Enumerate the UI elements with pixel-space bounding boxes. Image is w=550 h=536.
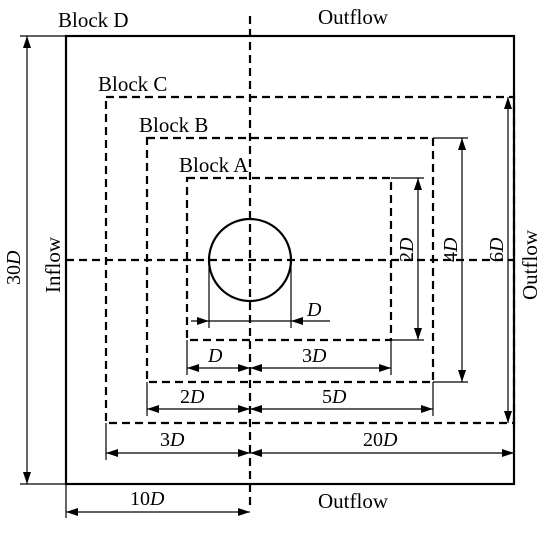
a-right-label: 3D bbox=[302, 345, 327, 367]
a-arrow-4 bbox=[379, 364, 391, 372]
block-d-label: Block D bbox=[58, 8, 129, 32]
outflow-right-label: Outflow bbox=[518, 229, 542, 300]
block-a-label: Block A bbox=[179, 153, 249, 177]
b-arrow-2 bbox=[238, 405, 250, 413]
a-left-label: D bbox=[207, 345, 223, 367]
b-arrow-3 bbox=[250, 405, 262, 413]
a-height-label: 2D bbox=[396, 237, 418, 262]
va-arrow-bottom bbox=[414, 328, 422, 340]
cyl-diameter-label: D bbox=[306, 299, 322, 321]
c-arrow-1 bbox=[106, 449, 118, 457]
cyl-arrow-left bbox=[197, 317, 209, 325]
vb-arrow-top bbox=[458, 138, 466, 150]
d-left-label: 10D bbox=[130, 488, 165, 510]
b-right-label: 5D bbox=[322, 386, 347, 408]
vb-arrow-bottom bbox=[458, 370, 466, 382]
va-arrow-top bbox=[414, 178, 422, 190]
a-arrow-3 bbox=[250, 364, 262, 372]
a-arrow-1 bbox=[187, 364, 199, 372]
a-arrow-2 bbox=[238, 364, 250, 372]
d-arrow-1 bbox=[66, 508, 78, 516]
d-height-label: 30D bbox=[3, 250, 25, 285]
vc-arrow-top bbox=[504, 97, 512, 109]
b-arrow-4 bbox=[421, 405, 433, 413]
vd-arrow-top bbox=[23, 36, 31, 48]
c-right-label: 20D bbox=[363, 429, 398, 451]
block-c-label: Block C bbox=[98, 72, 167, 96]
c-height-label: 6D bbox=[486, 237, 508, 262]
vd-arrow-bottom bbox=[23, 472, 31, 484]
c-arrow-2 bbox=[238, 449, 250, 457]
outflow-top-label: Outflow bbox=[318, 5, 389, 29]
c-arrow-4 bbox=[502, 449, 514, 457]
c-left-label: 3D bbox=[160, 429, 185, 451]
c-arrow-3 bbox=[250, 449, 262, 457]
block-b-label: Block B bbox=[139, 113, 208, 137]
b-arrow-1 bbox=[147, 405, 159, 413]
b-height-label: 4D bbox=[440, 237, 462, 262]
inflow-label: Inflow bbox=[41, 236, 65, 293]
b-left-label: 2D bbox=[180, 386, 205, 408]
d-arrow-2 bbox=[238, 508, 250, 516]
outflow-bottom-label: Outflow bbox=[318, 489, 389, 513]
vc-arrow-bottom bbox=[504, 411, 512, 423]
